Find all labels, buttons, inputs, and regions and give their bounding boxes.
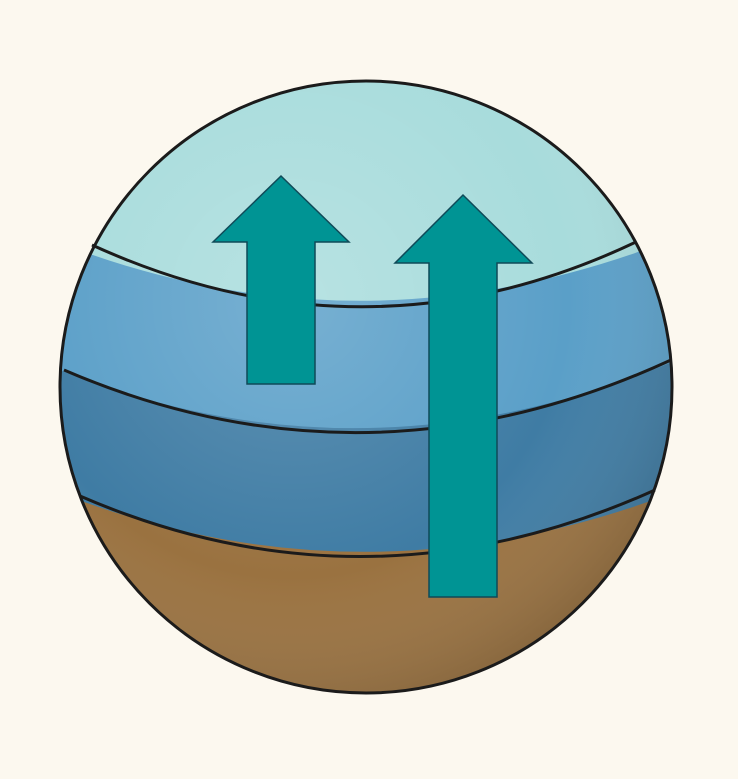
sphere-layers — [40, 60, 700, 779]
sphere-shading — [60, 81, 672, 693]
